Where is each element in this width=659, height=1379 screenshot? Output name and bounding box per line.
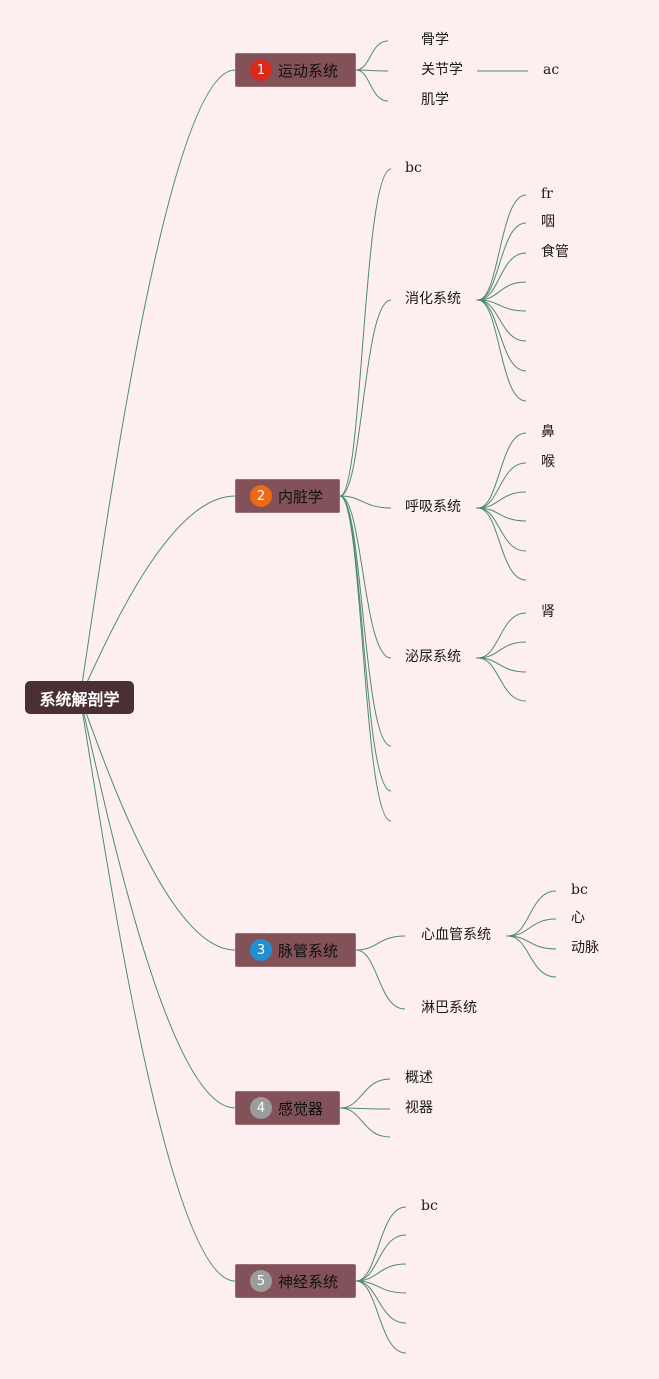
subtopic-2-2-2[interactable]: 咽 xyxy=(541,214,555,230)
branch-label: 神经系统 xyxy=(278,1272,339,1291)
subtopic-link-2-2-2 xyxy=(477,222,527,301)
subtopic-link-3-1-4 xyxy=(507,935,557,978)
root-node[interactable]: 系统解剖学 xyxy=(25,681,134,714)
subtopic-2-2-3[interactable]: 食管 xyxy=(541,244,569,260)
number-badge-icon: 2 xyxy=(250,485,272,507)
topic-3-1[interactable]: 心血管系统 xyxy=(421,927,491,943)
subtopic-link-2-4-2 xyxy=(477,641,527,659)
subtopic-1-2-1[interactable]: ac xyxy=(543,62,560,78)
branch-1-link-3 xyxy=(355,69,389,102)
root-link-3 xyxy=(79,696,236,951)
number-badge-icon: 1 xyxy=(250,59,272,81)
branch-2-link-4 xyxy=(339,495,392,659)
branch-4-link-2 xyxy=(339,1107,391,1110)
subtopic-2-4-1[interactable]: 肾 xyxy=(541,604,555,620)
branch-2-link-5 xyxy=(339,495,392,747)
number-badge-icon: 3 xyxy=(250,939,272,961)
subtopic-link-3-1-2 xyxy=(507,918,557,937)
root-link-4 xyxy=(79,696,236,1109)
subtopic-3-1-2[interactable]: 心 xyxy=(571,910,585,926)
branch-5-link-2 xyxy=(355,1234,407,1282)
topic-4-2[interactable]: 视器 xyxy=(405,1100,433,1116)
branch-label: 内脏学 xyxy=(278,487,324,506)
subtopic-link-2-3-6 xyxy=(477,507,527,581)
subtopic-link-2-4-4 xyxy=(477,657,527,702)
subtopic-2-3-1[interactable]: 鼻 xyxy=(541,424,555,440)
topic-3-2[interactable]: 淋巴系统 xyxy=(421,1000,477,1016)
subtopic-link-2-2-3 xyxy=(477,252,527,301)
subtopic-link-2-2-1 xyxy=(477,194,527,301)
subtopic-link-2-3-1 xyxy=(477,432,527,509)
branch-1-link-1 xyxy=(355,40,389,71)
branch-node-1[interactable]: 1 运动系统 xyxy=(235,53,356,87)
root-link-5 xyxy=(79,696,236,1282)
subtopic-3-1-3[interactable]: 动脉 xyxy=(571,940,599,956)
branch-node-5[interactable]: 5 神经系统 xyxy=(235,1264,356,1298)
branch-4-link-3 xyxy=(339,1107,391,1138)
branch-2-link-1 xyxy=(339,168,392,497)
topic-2-1[interactable]: bc xyxy=(405,160,422,176)
subtopic-link-2-3-3 xyxy=(477,491,527,509)
branch-node-2[interactable]: 2 内脏学 xyxy=(235,479,340,513)
topic-2-4[interactable]: 泌尿系统 xyxy=(405,649,461,665)
subtopic-link-2-2-7 xyxy=(477,299,527,372)
root-link-2 xyxy=(79,495,236,698)
number-badge-icon: 5 xyxy=(250,1270,272,1292)
topic-1-3[interactable]: 肌学 xyxy=(421,92,449,108)
topic-4-1[interactable]: 概述 xyxy=(405,1070,433,1086)
root-link-1 xyxy=(79,69,236,698)
topic-2-2[interactable]: 消化系统 xyxy=(405,291,461,307)
topic-1-1[interactable]: 骨学 xyxy=(421,32,449,48)
branch-5-link-3 xyxy=(355,1263,407,1282)
subtopic-link-2-2-4 xyxy=(477,281,527,301)
branch-node-3[interactable]: 3 脉管系统 xyxy=(235,933,356,967)
branch-4-link-1 xyxy=(339,1078,391,1109)
branch-2-link-2 xyxy=(339,299,392,497)
branch-5-link-1 xyxy=(355,1206,407,1282)
subtopic-link-2-2-8 xyxy=(477,299,527,402)
subtopic-2-3-2[interactable]: 喉 xyxy=(541,454,555,470)
branch-label: 运动系统 xyxy=(278,61,339,80)
branch-label: 感觉器 xyxy=(278,1099,324,1118)
branch-1-link-2 xyxy=(355,69,389,72)
number-badge-icon: 4 xyxy=(250,1097,272,1119)
subtopic-link-2-3-2 xyxy=(477,462,527,509)
subtopic-link-2-4-1 xyxy=(477,612,527,659)
topic-1-2[interactable]: 关节学 xyxy=(421,62,463,78)
topic-5-1[interactable]: bc xyxy=(421,1198,438,1214)
branch-5-link-5 xyxy=(355,1280,407,1324)
subtopic-link-2-3-5 xyxy=(477,507,527,552)
branch-node-4[interactable]: 4 感觉器 xyxy=(235,1091,340,1125)
subtopic-2-2-1[interactable]: fr xyxy=(541,186,553,202)
branch-2-link-3 xyxy=(339,495,392,509)
branch-label: 脉管系统 xyxy=(278,941,339,960)
branch-5-link-6 xyxy=(355,1280,407,1354)
branch-3-link-2 xyxy=(355,949,406,1010)
subtopic-3-1-1[interactable]: bc xyxy=(571,882,588,898)
topic-2-3[interactable]: 呼吸系统 xyxy=(405,499,461,515)
subtopic-link-3-1-1 xyxy=(507,890,557,937)
subtopic-link-2-2-6 xyxy=(477,299,527,342)
branch-3-link-1 xyxy=(355,935,406,951)
branch-2-link-7 xyxy=(339,495,392,822)
